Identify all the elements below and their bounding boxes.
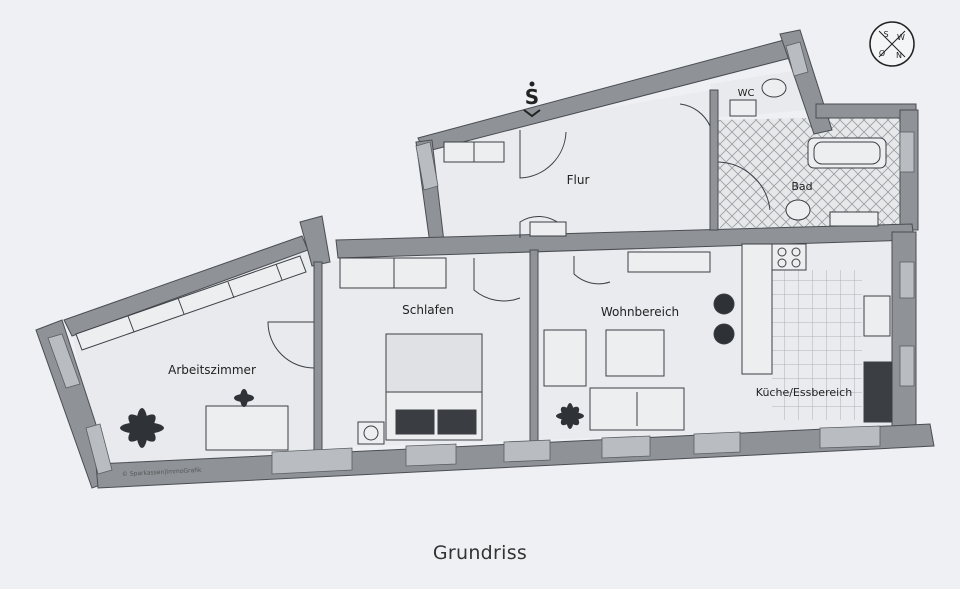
toilet — [761, 78, 787, 98]
shelf-divider — [127, 315, 135, 333]
bad-washbasin — [785, 199, 811, 221]
wall-schlafen-wohnbereich — [529, 249, 539, 443]
bad-cabinet — [829, 211, 879, 227]
compass-o: O — [879, 49, 885, 58]
sideboard — [627, 251, 711, 273]
shelf-divider — [275, 263, 283, 281]
pillow — [395, 409, 435, 435]
plants — [120, 389, 584, 448]
door-bad — [717, 161, 771, 211]
compass-w: W — [897, 33, 905, 42]
door-schlafen — [473, 258, 521, 302]
bathtub-inner — [813, 141, 881, 165]
wall-arbeitszimmer-corner — [299, 215, 331, 267]
label-arbeitszimmer: Arbeitszimmer — [168, 363, 256, 377]
wall-arbeitszimmer-schlafen — [313, 261, 323, 463]
shelf-divider — [177, 297, 185, 315]
door-wohnbereich — [573, 256, 611, 285]
compass-s: S — [883, 30, 888, 39]
wall-right-outer — [891, 231, 917, 429]
label-schlafen: Schlafen — [402, 303, 454, 317]
burner — [777, 247, 787, 257]
window — [899, 261, 915, 299]
lamp-icon — [363, 425, 379, 441]
wc-basin — [729, 99, 757, 117]
doors — [267, 103, 771, 369]
fridge — [863, 361, 893, 423]
label-kueche: Küche/Essbereich — [756, 386, 852, 399]
window — [405, 443, 457, 467]
window — [899, 131, 915, 173]
stove — [771, 243, 807, 271]
window — [415, 141, 439, 191]
savings-bank-s-logo: S — [523, 81, 541, 118]
window — [271, 447, 353, 475]
window — [47, 333, 81, 389]
window — [899, 345, 915, 387]
furniture — [75, 78, 893, 451]
plant-icon — [234, 389, 254, 407]
shelf-divider — [227, 281, 235, 299]
label-wc: WC — [738, 88, 755, 99]
door-arbeitszimmer — [267, 321, 315, 369]
svg-text:S: S — [525, 85, 539, 109]
wall-wc-bad — [709, 89, 719, 231]
label-bad: Bad — [791, 180, 812, 193]
caption: Grundriss — [432, 542, 528, 564]
bed-headboard — [385, 333, 483, 393]
floor-wc — [710, 70, 806, 118]
burner — [777, 258, 787, 268]
door-flur-lower — [519, 215, 561, 238]
speaker — [713, 323, 735, 345]
desk — [205, 405, 289, 451]
compass-n: N — [896, 51, 902, 60]
floor-kueche-tiles — [772, 270, 862, 420]
speaker — [713, 293, 735, 315]
floor-bad — [716, 116, 906, 228]
window — [819, 425, 881, 449]
window — [693, 431, 741, 455]
window — [85, 423, 113, 475]
compass-icon: S W N O — [869, 21, 915, 67]
kitchen-counter — [741, 243, 773, 375]
plant-icon — [556, 403, 584, 429]
wardrobe — [339, 257, 447, 289]
door-wc — [679, 103, 711, 127]
burner — [791, 258, 801, 268]
label-wohnbereich: Wohnbereich — [601, 305, 679, 319]
tv — [605, 329, 665, 377]
door-entrance — [519, 130, 567, 179]
shelf — [75, 255, 307, 351]
window — [503, 439, 551, 463]
label-flur: Flur — [567, 173, 590, 187]
watermark: © Sparkassen|ImmoGrafik — [122, 467, 202, 478]
sink — [863, 295, 891, 337]
window — [785, 41, 809, 77]
armchair — [543, 329, 587, 387]
flur-bench — [529, 221, 567, 237]
window — [601, 435, 651, 459]
burner — [791, 247, 801, 257]
plant-icon — [120, 408, 164, 448]
pillow — [437, 409, 477, 435]
windows — [47, 41, 915, 475]
